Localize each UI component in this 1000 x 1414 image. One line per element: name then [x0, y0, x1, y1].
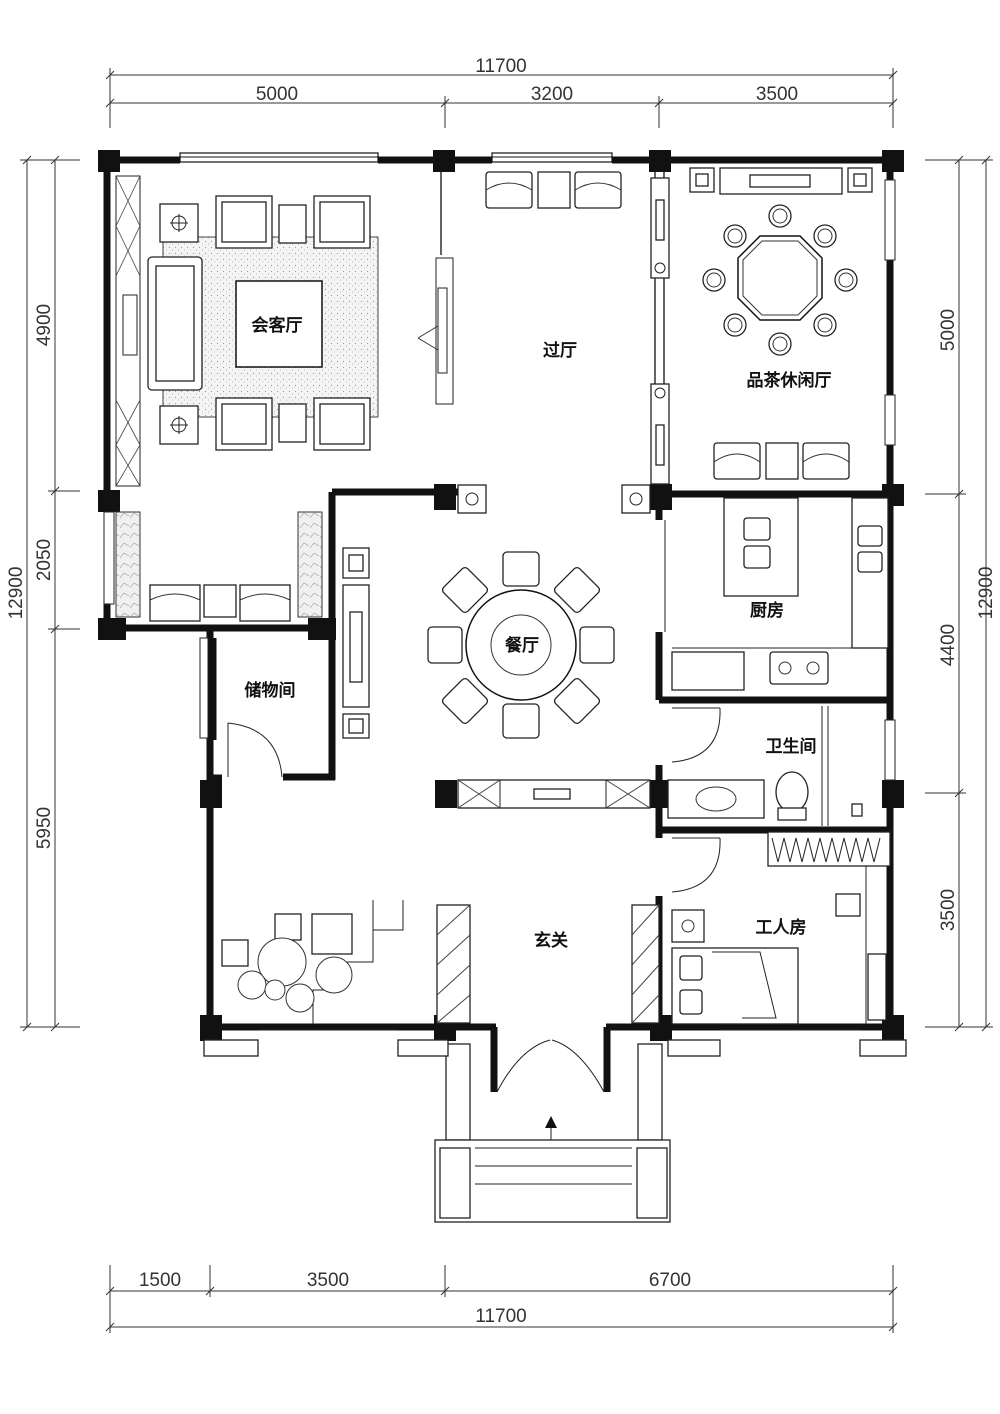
dim-right-2: 4400 — [938, 624, 959, 666]
label-reception: 会客厅 — [252, 315, 303, 336]
kitchen-furniture — [664, 497, 889, 691]
label-bathroom: 卫生间 — [766, 736, 817, 757]
dim-bottom-total: 11700 — [475, 1306, 526, 1327]
dim-left-total: 12900 — [6, 567, 27, 620]
dim-left-2: 2050 — [34, 539, 55, 581]
label-tea-room: 品茶休闲厅 — [747, 370, 832, 391]
label-dining: 餐厅 — [505, 635, 539, 656]
dim-top-total: 11700 — [475, 56, 526, 77]
dining-furniture — [342, 547, 651, 809]
dim-bottom-2: 3500 — [307, 1270, 349, 1291]
label-foyer: 玄关 — [534, 930, 568, 951]
dimension-right: 5000 4400 3500 12900 — [925, 155, 997, 1032]
dimension-top: 11700 5000 3200 3500 — [105, 56, 898, 128]
storage-door — [199, 637, 283, 778]
dim-left-3: 5950 — [34, 807, 55, 849]
dimension-left: 12900 4900 2050 5950 — [6, 155, 80, 1032]
foyer-stairs — [203, 900, 907, 1223]
hall-furniture — [457, 171, 670, 514]
label-hall: 过厅 — [543, 341, 577, 361]
reception-furniture — [115, 175, 454, 487]
dim-right-total: 12900 — [976, 567, 997, 620]
dim-top-2: 3200 — [531, 84, 573, 105]
servant-room-furniture — [671, 831, 891, 1025]
dim-top-1: 5000 — [256, 84, 298, 105]
dim-bottom-3: 6700 — [649, 1270, 691, 1291]
alcove-furniture — [103, 511, 323, 622]
dim-top-3: 3500 — [756, 84, 798, 105]
bathroom-furniture — [667, 706, 896, 826]
label-kitchen: 厨房 — [750, 600, 784, 621]
tea-room-furniture — [689, 167, 896, 480]
dim-left-1: 4900 — [34, 304, 55, 346]
label-servant-room: 工人房 — [756, 917, 807, 938]
dim-bottom-1: 1500 — [139, 1270, 181, 1291]
dim-right-3: 3500 — [938, 889, 959, 931]
dimension-bottom: 1500 3500 6700 11700 — [105, 1265, 898, 1333]
columns — [98, 150, 904, 1041]
dim-right-1: 5000 — [938, 309, 959, 351]
label-storage: 储物间 — [245, 680, 296, 701]
